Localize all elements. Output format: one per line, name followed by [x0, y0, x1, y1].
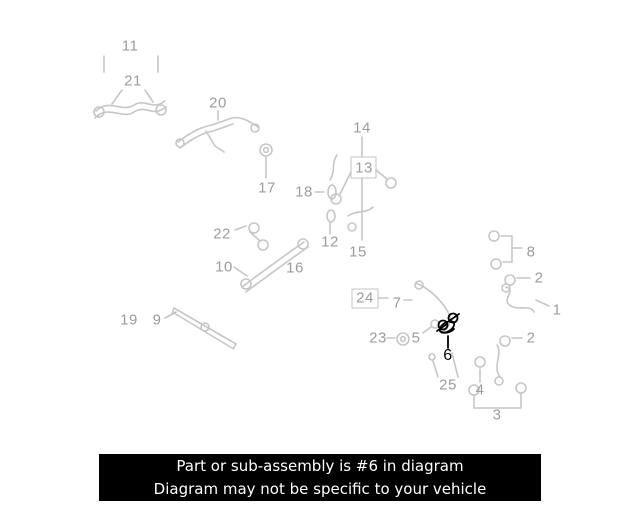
- part-label-13: 13: [355, 159, 373, 177]
- part-label-22: 22: [213, 225, 231, 243]
- part-label-16: 16: [286, 259, 304, 277]
- banner-line-2: Diagram may not be specific to your vehi…: [153, 479, 487, 498]
- banner-line-1: Part or sub-assembly is #6 in diagram: [176, 457, 464, 475]
- clamp-art-17: [259, 143, 273, 179]
- part-label-2: 2: [526, 329, 536, 347]
- part-label-23: 23: [369, 329, 387, 347]
- part-label-19: 19: [120, 311, 138, 329]
- part-label-25: 25: [439, 376, 457, 394]
- part-label-4: 4: [475, 381, 485, 399]
- grommet-art-18-12: [314, 154, 338, 235]
- part-label-15: 15: [349, 243, 367, 261]
- part-label-14: 14: [353, 119, 371, 137]
- part-label-8: 8: [526, 243, 536, 261]
- part-label-24: 24: [356, 289, 374, 307]
- part-label-6-highlighted: 6: [443, 347, 453, 364]
- part-label-11: 11: [121, 37, 139, 55]
- clamp-art-8-2-1: [488, 230, 550, 313]
- part-label-20: 20: [209, 94, 227, 112]
- part-label-21: 21: [124, 72, 142, 90]
- part-label-9: 9: [152, 311, 162, 329]
- pipe-art-19-9: [164, 307, 237, 350]
- part-label-5: 5: [411, 329, 421, 347]
- part-label-3: 3: [492, 406, 502, 424]
- hose-art-11-21: [93, 55, 167, 119]
- part-label-12: 12: [321, 233, 339, 251]
- hose-art-10-16: [233, 238, 309, 293]
- notice-banner: Part or sub-assembly is #6 in diagram Di…: [99, 454, 541, 501]
- hose-art-20: [175, 110, 260, 153]
- clamp-art-2b-25-4-3: [428, 335, 527, 409]
- highlighted-part-6-icon: [436, 312, 460, 349]
- part-label-10: 10: [215, 258, 233, 276]
- part-label-7: 7: [392, 294, 402, 312]
- part-label-1: 1: [552, 301, 562, 319]
- part-label-18: 18: [295, 183, 313, 201]
- part-label-17: 17: [258, 179, 276, 197]
- clamp-art-22: [234, 222, 269, 251]
- part-label-2: 2: [534, 269, 544, 287]
